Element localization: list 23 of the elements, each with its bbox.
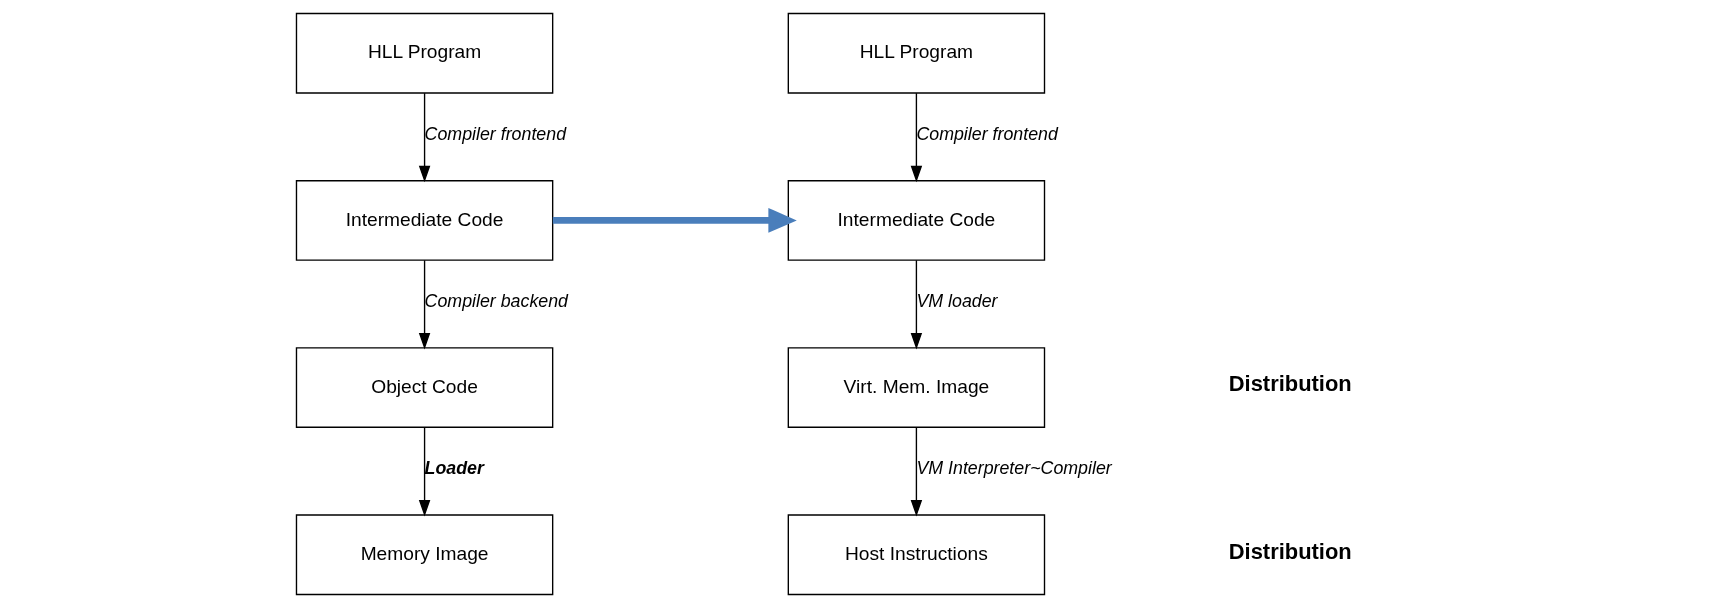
arrow: [910, 259, 923, 350]
arrow: [418, 92, 431, 183]
arrow: [552, 208, 797, 233]
arrow: [910, 92, 923, 183]
arrow: [418, 426, 431, 517]
edge-label: Loader: [424, 458, 484, 479]
edge-label: VM Interpreter~Compiler: [916, 458, 1112, 479]
node-box: HLL Program: [787, 12, 1046, 94]
node-box: Intermediate Code: [295, 180, 554, 261]
arrow: [418, 259, 431, 350]
edge-label: VM loader: [916, 291, 998, 312]
node-box: Intermediate Code: [787, 180, 1046, 261]
edge-label: Compiler frontend: [916, 124, 1058, 145]
edge-label: Compiler backend: [424, 291, 569, 312]
node-box: HLL Program: [295, 12, 554, 94]
edge-label: Compiler frontend: [424, 124, 567, 145]
label: Distribution: [1228, 371, 1352, 397]
arrow: [910, 426, 923, 517]
node-box: Host Instructions: [787, 514, 1046, 596]
node-box: Memory Image: [295, 514, 554, 596]
node-box: Object Code: [295, 347, 554, 428]
node-box: Virt. Mem. Image: [787, 347, 1046, 428]
label: Distribution: [1228, 538, 1352, 564]
